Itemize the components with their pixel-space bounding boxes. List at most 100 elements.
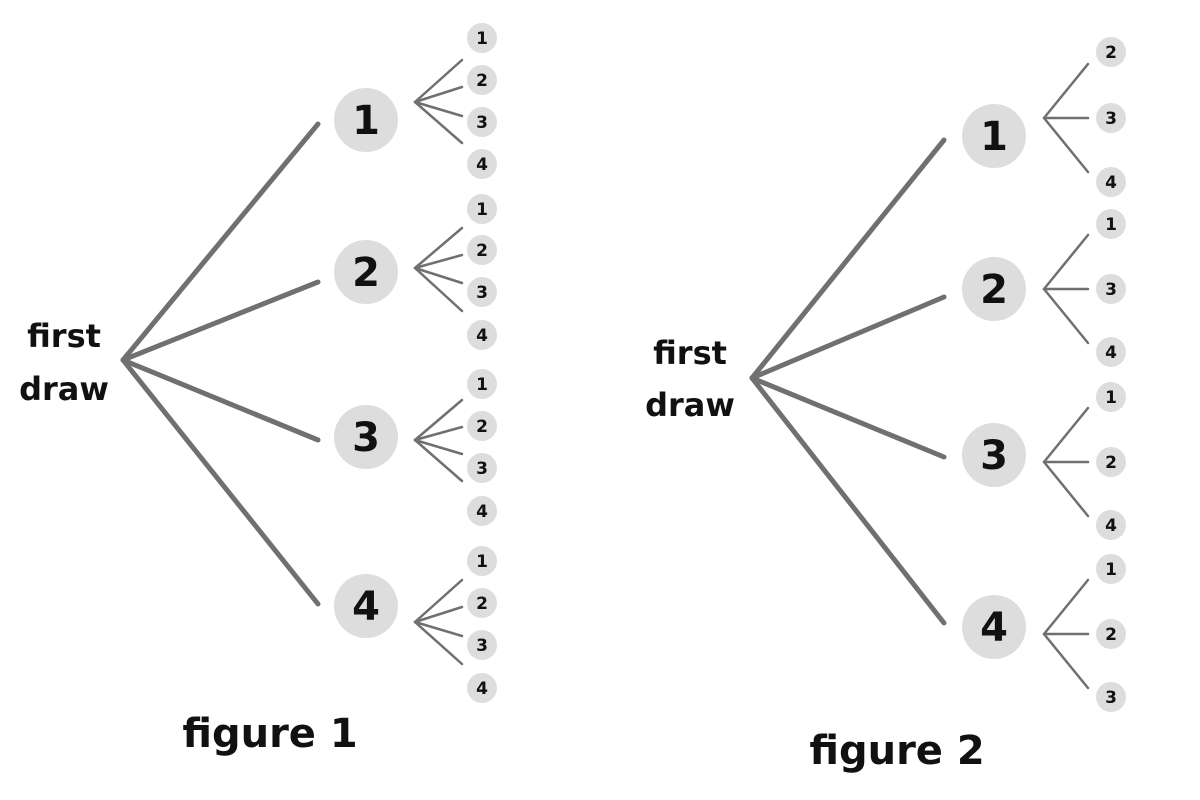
leaf-label: 3 bbox=[1105, 688, 1117, 708]
leaf-label: 3 bbox=[476, 459, 488, 479]
node-to-leaf-edge bbox=[1042, 632, 1090, 690]
leaf-circle bbox=[1096, 382, 1126, 412]
figure-1-leaf: 3 bbox=[467, 277, 497, 307]
figure-2-node-label: 1 bbox=[980, 114, 1008, 160]
figure-2-leaf: 4 bbox=[1096, 167, 1126, 197]
figure-1-leaf: 2 bbox=[467, 235, 497, 265]
leaf-label: 2 bbox=[1105, 453, 1117, 473]
root-to-node-edge bbox=[749, 375, 947, 460]
figure-2-root-label-line-1: first bbox=[653, 334, 727, 372]
figure-2-branch-node: 3 bbox=[962, 423, 1026, 487]
figure-2-leaf: 3 bbox=[1096, 682, 1126, 712]
figure-1-caption: figure 1 bbox=[182, 711, 357, 757]
figure-1-leaf: 3 bbox=[467, 453, 497, 483]
leaf-label: 3 bbox=[476, 283, 488, 303]
leaf-circle bbox=[1096, 167, 1126, 197]
figure-2-leaf: 2 bbox=[1096, 447, 1126, 477]
leaf-label: 2 bbox=[1105, 625, 1117, 645]
figure-2-leaf: 2 bbox=[1096, 37, 1126, 67]
figure-1-leaf: 3 bbox=[467, 107, 497, 137]
node-to-leaf-edge bbox=[413, 85, 464, 104]
figure-1-leaf: 1 bbox=[467, 23, 497, 53]
leaf-label: 4 bbox=[1105, 173, 1117, 193]
node-to-leaf-edge bbox=[413, 578, 464, 624]
root-to-node-edge bbox=[749, 375, 947, 626]
figure-1-leaf: 2 bbox=[467, 588, 497, 618]
leaf-label: 1 bbox=[1105, 388, 1117, 408]
leaf-circle bbox=[1096, 337, 1126, 367]
figure-1-leaf: 4 bbox=[467, 496, 497, 526]
figure-1-node-circle bbox=[334, 240, 398, 304]
leaf-label: 4 bbox=[476, 326, 488, 346]
leaf-label: 1 bbox=[476, 29, 488, 49]
figure-2-branch-node: 1 bbox=[962, 104, 1026, 168]
leaf-label: 4 bbox=[476, 502, 488, 522]
leaf-circle bbox=[467, 411, 497, 441]
figure-1-leaf: 2 bbox=[467, 411, 497, 441]
leaf-circle bbox=[1096, 447, 1126, 477]
figure-1-node-circle bbox=[334, 405, 398, 469]
figure-1-leaf: 1 bbox=[467, 546, 497, 576]
leaf-label: 1 bbox=[1105, 215, 1117, 235]
leaf-circle bbox=[467, 630, 497, 660]
leaf-label: 3 bbox=[1105, 280, 1117, 300]
leaf-circle bbox=[467, 149, 497, 179]
figure-1-leaf: 1 bbox=[467, 369, 497, 399]
root-to-node-edge bbox=[120, 279, 321, 363]
figure-1-root-label-line-2: draw bbox=[19, 370, 109, 408]
figure-2-branch-node: 2 bbox=[962, 257, 1026, 321]
node-to-leaf-edge bbox=[413, 605, 464, 624]
leaf-label: 3 bbox=[476, 636, 488, 656]
figure-1-node-label: 2 bbox=[352, 250, 380, 296]
node-to-leaf-edge bbox=[413, 438, 464, 483]
leaf-circle bbox=[467, 107, 497, 137]
leaf-circle bbox=[1096, 274, 1126, 304]
figure-1-branch-node: 4 bbox=[334, 574, 398, 638]
node-to-leaf-edge bbox=[413, 620, 464, 638]
figure-1-leaf: 4 bbox=[467, 320, 497, 350]
figure-2-leaf: 1 bbox=[1096, 382, 1126, 412]
figure-2-node-circle bbox=[962, 423, 1026, 487]
node-to-leaf-edge bbox=[1042, 406, 1090, 464]
leaf-circle bbox=[467, 65, 497, 95]
leaf-circle bbox=[467, 496, 497, 526]
figure-2-leaf: 4 bbox=[1096, 510, 1126, 540]
node-to-leaf-edge bbox=[1042, 116, 1090, 174]
figure-1-node-label: 1 bbox=[352, 98, 380, 144]
leaf-circle bbox=[467, 23, 497, 53]
figure-2-leaf: 3 bbox=[1096, 274, 1126, 304]
figure-2-node-circle bbox=[962, 257, 1026, 321]
figure-1-branch-node: 2 bbox=[334, 240, 398, 304]
leaf-circle bbox=[467, 320, 497, 350]
leaf-label: 1 bbox=[476, 375, 488, 395]
figure-2-node-circle bbox=[962, 595, 1026, 659]
leaf-label: 1 bbox=[476, 200, 488, 220]
node-to-leaf-edge bbox=[1042, 233, 1090, 291]
figure-1-root-label-line-1: first bbox=[27, 317, 101, 355]
figure-2-node-label: 3 bbox=[980, 433, 1008, 479]
figure-1-leaf: 1 bbox=[467, 194, 497, 224]
leaf-label: 4 bbox=[476, 679, 488, 699]
node-to-leaf-edge bbox=[413, 398, 464, 442]
figure-1-node-label: 3 bbox=[352, 415, 380, 461]
leaf-label: 2 bbox=[1105, 43, 1117, 63]
node-to-leaf-edge bbox=[413, 226, 464, 270]
leaf-circle bbox=[467, 453, 497, 483]
node-to-leaf-edge bbox=[1042, 62, 1090, 120]
leaf-circle bbox=[467, 546, 497, 576]
leaf-label: 2 bbox=[476, 71, 488, 91]
figure-1-node-label: 4 bbox=[352, 584, 380, 630]
figure-2-leaf: 1 bbox=[1096, 209, 1126, 239]
figure-2-node-label: 4 bbox=[980, 605, 1008, 651]
node-to-leaf-edge bbox=[413, 253, 464, 270]
figure-2-leaf: 1 bbox=[1096, 554, 1126, 584]
leaf-label: 2 bbox=[476, 417, 488, 437]
leaf-circle bbox=[467, 235, 497, 265]
figure-2-edges bbox=[749, 137, 947, 626]
node-to-leaf-edge bbox=[413, 266, 464, 313]
leaf-label: 2 bbox=[476, 594, 488, 614]
figure-1-leaf: 4 bbox=[467, 149, 497, 179]
leaf-circle bbox=[1096, 619, 1126, 649]
figure-2-caption: figure 2 bbox=[809, 728, 984, 774]
root-to-node-edge bbox=[120, 121, 321, 363]
